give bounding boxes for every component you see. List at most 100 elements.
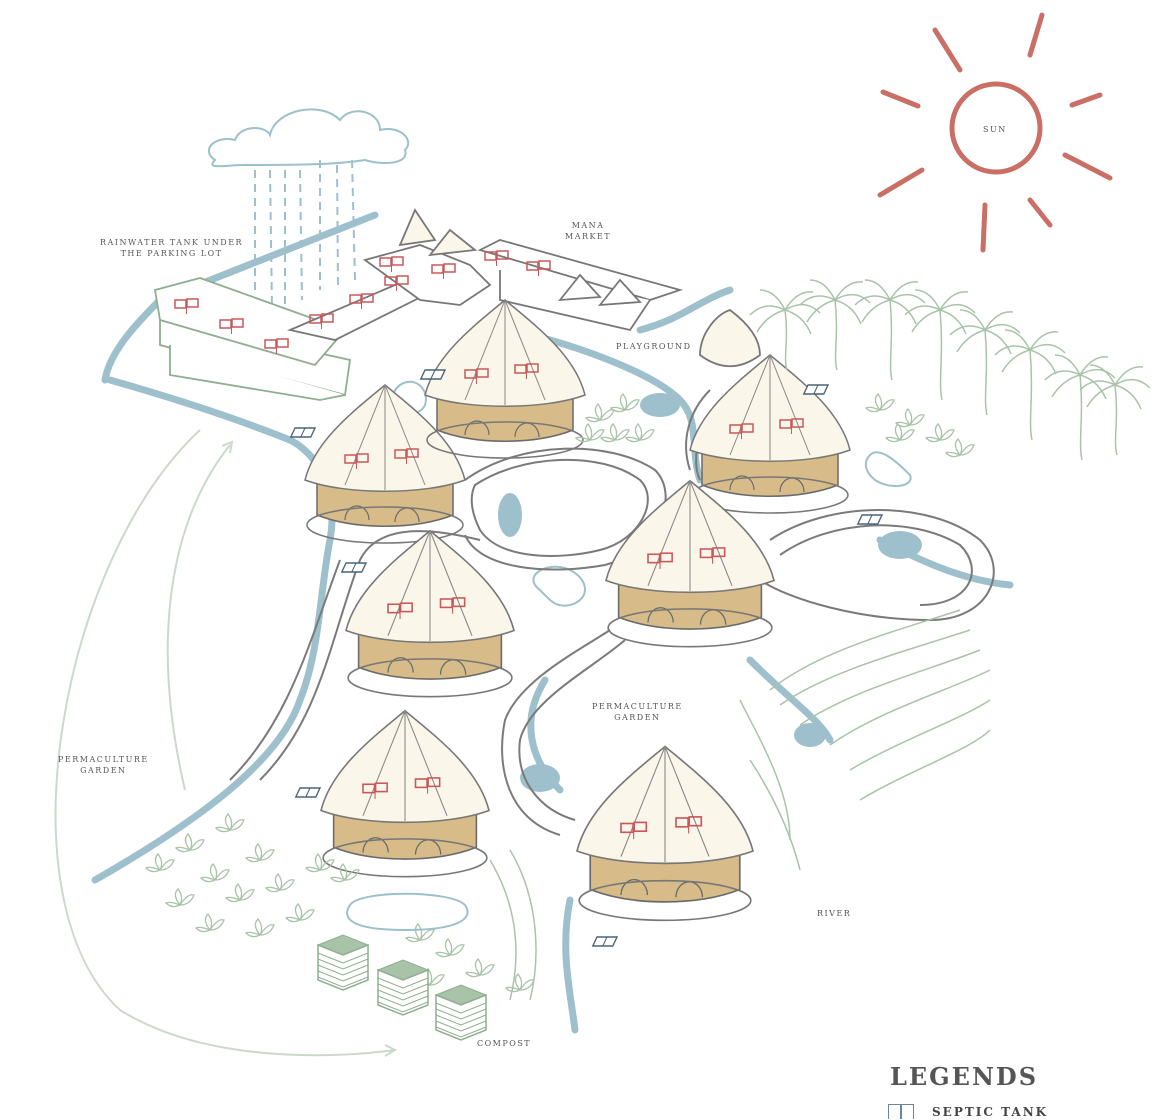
palm-tree: [904, 289, 976, 401]
panel: [688, 816, 703, 827]
compost-box: [377, 968, 429, 1016]
hut-platform: [578, 879, 752, 922]
palm-tree: [1079, 364, 1151, 456]
tank-divider: [305, 788, 311, 797]
roof-ridge: [387, 530, 473, 641]
hut: [304, 384, 466, 544]
compost-slat: [435, 1026, 487, 1038]
hut-platform: [607, 608, 773, 648]
tank-divider: [430, 370, 436, 379]
panel: [729, 424, 742, 434]
compost-slat: [317, 958, 369, 970]
hut: [605, 479, 775, 648]
label-line: MARKET: [565, 232, 612, 241]
compost-slat: [377, 983, 429, 995]
solar-panel: [362, 782, 388, 799]
plant: [884, 423, 915, 443]
tank-divider: [351, 563, 357, 572]
compost-slat: [435, 1020, 487, 1032]
solar-panel: [699, 547, 726, 564]
solar-panel: [620, 821, 648, 839]
panel: [452, 597, 466, 608]
legend-item-septic-tank: SEPTIC TANK: [888, 1104, 1048, 1119]
solar-panels: [174, 250, 551, 354]
compost-bins: [316, 934, 488, 1041]
hut: [576, 745, 754, 922]
compost-box: [435, 993, 487, 1041]
compost-slat: [377, 1001, 429, 1013]
crop-rows: [489, 609, 991, 1001]
compost-slat: [377, 977, 429, 989]
solar-panel: [379, 256, 404, 272]
compost-slat: [435, 1008, 487, 1020]
palm-trunk: [1114, 384, 1118, 456]
panel: [675, 817, 689, 828]
panel: [399, 602, 413, 613]
panel: [476, 368, 489, 378]
panel: [384, 276, 397, 286]
palm-trunk: [984, 329, 988, 416]
panel: [349, 294, 362, 304]
solar-panel: [675, 816, 703, 834]
roof-ridge: [344, 384, 426, 490]
solar-panel: [219, 318, 244, 334]
panel: [321, 313, 334, 323]
panel: [396, 275, 409, 285]
river-label: RIVER: [817, 909, 852, 918]
palm-fronds: [904, 289, 976, 335]
plant: [864, 393, 895, 413]
solar-panel: [464, 368, 489, 384]
panel: [361, 293, 374, 303]
hut-platform: [426, 421, 584, 459]
solar-panel: [264, 338, 289, 354]
panel: [344, 454, 357, 464]
roof-ridge: [729, 354, 811, 460]
panel: [374, 782, 388, 793]
label-line: THE PARKING LOT: [120, 249, 223, 258]
palm-trunk: [834, 299, 838, 371]
compost-slat: [317, 964, 369, 976]
huts: [304, 299, 851, 922]
panel: [174, 299, 187, 309]
playground-label: PLAYGROUND: [616, 342, 692, 351]
plant: [304, 853, 335, 873]
panel: [514, 364, 527, 374]
panel: [391, 256, 404, 266]
panel: [484, 251, 497, 261]
permaculture-garden-center-label: PERMACULTURE GARDEN: [592, 701, 683, 723]
label-line: RAINWATER TANK UNDER: [100, 238, 244, 247]
plant: [624, 423, 655, 443]
plant: [174, 833, 205, 853]
panel: [231, 318, 244, 328]
solar-panel: [349, 293, 374, 309]
plant: [224, 883, 255, 903]
panel: [219, 319, 232, 329]
palm-tree: [1044, 354, 1116, 461]
palm-trunk: [1079, 374, 1083, 461]
septic-tanks: [289, 369, 884, 947]
panel: [464, 369, 477, 379]
solar-panel: [514, 363, 539, 379]
compost-bin: [434, 984, 488, 1041]
panel: [741, 423, 754, 433]
compost-slat: [435, 1014, 487, 1026]
roof-ridge: [620, 746, 710, 863]
panel: [779, 419, 792, 429]
panel: [659, 552, 673, 563]
garden-plants: [144, 393, 975, 993]
panel: [186, 298, 199, 308]
parking-building: [153, 277, 352, 401]
plant: [329, 863, 360, 883]
panel: [276, 338, 289, 348]
solar-panel: [174, 298, 199, 314]
plant: [199, 863, 230, 883]
compost-label: COMPOST: [477, 1039, 532, 1048]
legend-title: LEGENDS: [890, 1062, 1039, 1091]
palm-fronds: [1044, 354, 1116, 400]
sun-label: SUN: [983, 125, 1007, 134]
plant: [244, 918, 275, 938]
plant: [404, 923, 435, 943]
panel: [439, 598, 453, 609]
